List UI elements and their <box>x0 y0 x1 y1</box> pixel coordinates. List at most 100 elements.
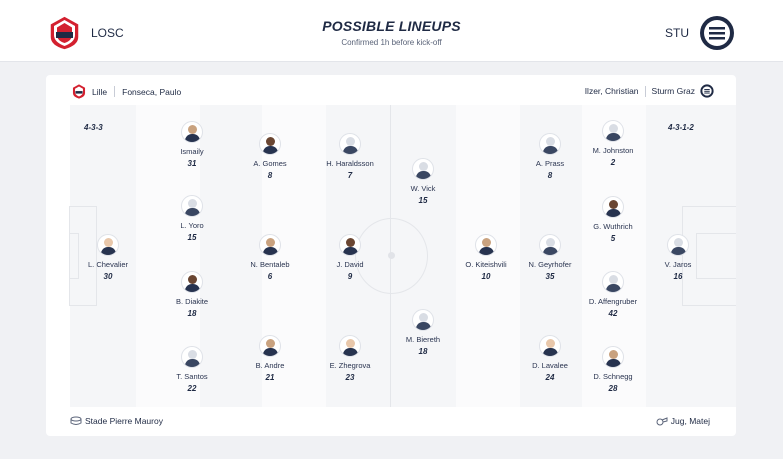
player-card[interactable]: D. Schnegg 28 <box>573 346 653 393</box>
player-card[interactable]: B. Diakite 18 <box>152 271 232 318</box>
player-card[interactable]: M. Biereth 18 <box>383 309 463 356</box>
player-name: O. Kiteishvili <box>465 260 507 269</box>
home-team-abbr: LOSC <box>91 26 124 40</box>
match-header: LOSC POSSIBLE LINEUPS Confirmed 1h befor… <box>0 0 783 62</box>
referee-name: Jug, Matej <box>670 416 710 426</box>
player-avatar <box>539 335 561 357</box>
player-avatar <box>539 234 561 256</box>
lille-logo <box>49 15 80 51</box>
stadium-info: Stade Pierre Mauroy <box>70 416 163 426</box>
player-avatar <box>602 196 624 218</box>
player-number: 2 <box>610 158 616 167</box>
pitch-stripe <box>456 105 520 407</box>
page-subtitle: Confirmed 1h before kick-off <box>341 38 442 47</box>
lineup-header: Lille Fonseca, Paulo Ilzer, Christian St… <box>46 75 736 105</box>
player-avatar <box>181 271 203 293</box>
player-name: M. Biereth <box>405 335 441 344</box>
referee-info: Jug, Matej <box>656 416 710 426</box>
player-name: G. Wuthrich <box>593 222 633 231</box>
stadium-icon <box>70 416 82 425</box>
player-card[interactable]: D. Lavalee 24 <box>510 335 590 382</box>
player-avatar <box>602 271 624 293</box>
sturm-graz-logo-small <box>700 84 714 98</box>
player-name: B. Diakite <box>175 297 209 306</box>
player-card[interactable]: J. David 9 <box>310 234 390 281</box>
player-avatar <box>259 133 281 155</box>
player-name: A. Prass <box>535 159 565 168</box>
player-card[interactable]: G. Wuthrich 5 <box>573 196 653 243</box>
lineup-footer: Stade Pierre Mauroy Jug, Matej <box>46 407 736 436</box>
player-card[interactable]: N. Bentaleb 6 <box>230 234 310 281</box>
stadium-name: Stade Pierre Mauroy <box>85 416 163 426</box>
player-card[interactable]: D. Affengruber 42 <box>573 271 653 318</box>
player-name: D. Lavalee <box>532 361 568 370</box>
page-title: POSSIBLE LINEUPS <box>322 18 461 34</box>
home-formation: 4-3-3 <box>84 123 103 132</box>
player-number: 28 <box>608 384 618 393</box>
player-card[interactable]: A. Gomes 8 <box>230 133 310 180</box>
home-team[interactable]: LOSC <box>48 15 124 51</box>
player-card[interactable]: L. Yoro 15 <box>152 195 232 242</box>
player-avatar <box>259 234 281 256</box>
away-team-name[interactable]: Sturm Graz <box>651 86 695 96</box>
player-name: E. Zhegrova <box>329 361 371 370</box>
player-number: 16 <box>673 272 683 281</box>
sturm-graz-logo <box>700 16 734 50</box>
player-name: A. Gomes <box>253 159 287 168</box>
player-number: 6 <box>267 272 273 281</box>
away-penalty-box <box>682 206 736 306</box>
away-formation: 4-3-1-2 <box>668 123 694 132</box>
player-name: L. Yoro <box>180 221 204 230</box>
player-avatar <box>412 158 434 180</box>
player-card[interactable]: Ismaily 31 <box>152 121 232 168</box>
player-name: N. Bentaleb <box>250 260 290 269</box>
player-card[interactable]: M. Johnston 2 <box>573 120 653 167</box>
player-card[interactable]: B. Andre 21 <box>230 335 310 382</box>
home-coach[interactable]: Fonseca, Paulo <box>122 86 182 97</box>
player-avatar <box>181 195 203 217</box>
player-avatar <box>339 133 361 155</box>
player-number: 31 <box>187 159 197 168</box>
home-team-name[interactable]: Lille <box>92 86 108 97</box>
player-avatar <box>412 309 434 331</box>
player-avatar <box>667 234 689 256</box>
player-number: 18 <box>187 309 197 318</box>
center-circle <box>355 218 428 294</box>
player-number: 5 <box>610 234 616 243</box>
player-avatar <box>181 121 203 143</box>
player-card[interactable]: W. Vick 15 <box>383 158 463 205</box>
player-number: 8 <box>267 171 273 180</box>
player-number: 8 <box>547 171 553 180</box>
player-number: 22 <box>187 384 197 393</box>
player-card[interactable]: L. Chevalier 30 <box>68 234 148 281</box>
away-goal-area <box>696 233 736 279</box>
player-avatar <box>539 133 561 155</box>
player-number: 7 <box>347 171 353 180</box>
player-avatar <box>475 234 497 256</box>
away-coach[interactable]: Ilzer, Christian <box>584 86 639 96</box>
player-avatar <box>602 346 624 368</box>
player-card[interactable]: A. Prass 8 <box>510 133 590 180</box>
player-number: 9 <box>347 272 353 281</box>
player-card[interactable]: O. Kiteishvili 10 <box>446 234 526 281</box>
whistle-icon <box>656 417 668 426</box>
player-avatar <box>97 234 119 256</box>
away-team-abbr: STU <box>665 26 689 40</box>
home-lineup-info: Lille Fonseca, Paulo <box>72 84 181 99</box>
player-card[interactable]: H. Haraldsson 7 <box>310 133 390 180</box>
player-name: N. Geyrhofer <box>528 260 572 269</box>
lille-logo-small <box>72 84 86 99</box>
player-card[interactable]: V. Jaros 16 <box>638 234 718 281</box>
player-name: M. Johnston <box>592 146 634 155</box>
player-card[interactable]: N. Geyrhofer 35 <box>510 234 590 281</box>
player-name: J. David <box>336 260 364 269</box>
away-team[interactable]: STU <box>665 15 735 51</box>
player-avatar <box>339 234 361 256</box>
player-avatar <box>339 335 361 357</box>
player-number: 24 <box>545 373 555 382</box>
player-number: 18 <box>418 347 428 356</box>
player-name: V. Jaros <box>664 260 692 269</box>
player-card[interactable]: T. Santos 22 <box>152 346 232 393</box>
home-goal-area <box>69 233 79 279</box>
player-card[interactable]: E. Zhegrova 23 <box>310 335 390 382</box>
